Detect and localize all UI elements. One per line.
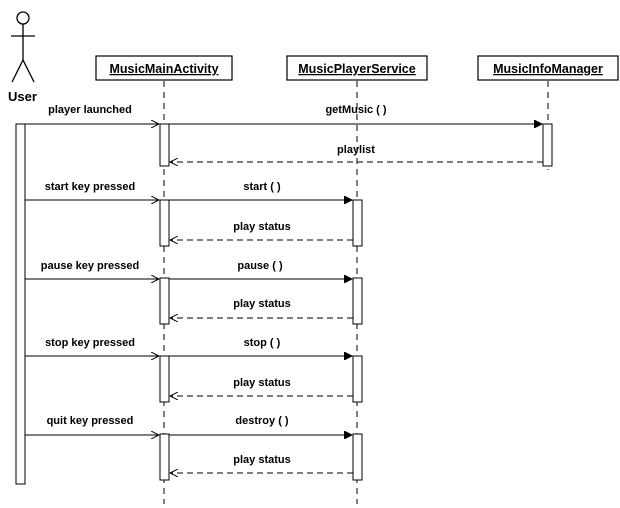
svg-text:pause ( ): pause ( ) (237, 260, 283, 272)
activation-bar-service-3 (352, 355, 363, 403)
activation-bar-main-4 (159, 355, 170, 403)
svg-text:player launched: player launched (48, 104, 132, 116)
message-play-status-1: play status (170, 221, 353, 240)
svg-text:quit key pressed: quit key pressed (47, 415, 134, 427)
message-start: start ( ) (169, 181, 352, 200)
message-stop: stop ( ) (169, 337, 352, 356)
lifeline-header-music-main-activity: MusicMainActivity (95, 55, 233, 81)
message-playlist: playlist (170, 144, 543, 162)
svg-text:play status: play status (233, 377, 290, 389)
message-stop-key-pressed: stop key pressed (25, 337, 159, 356)
lifeline-label-music-player-service: MusicPlayerService (298, 62, 415, 76)
message-pause: pause ( ) (169, 260, 352, 279)
activation-bar-info (542, 123, 553, 167)
activation-bar-main-5 (159, 433, 170, 481)
lifeline-header-music-info-manager: MusicInfoManager (477, 55, 619, 81)
message-play-status-2: play status (170, 298, 353, 318)
svg-text:play status: play status (233, 454, 290, 466)
activation-bar-main-1 (159, 123, 170, 167)
activation-bar-service-4 (352, 433, 363, 481)
svg-text:getMusic ( ): getMusic ( ) (325, 104, 386, 116)
user-actor-icon (11, 11, 35, 83)
svg-text:start ( ): start ( ) (243, 181, 281, 193)
message-quit-key-pressed: quit key pressed (25, 415, 159, 435)
message-play-status-3: play status (170, 377, 353, 396)
svg-text:destroy ( ): destroy ( ) (235, 415, 289, 427)
activation-bar-user (15, 123, 26, 485)
svg-text:stop key pressed: stop key pressed (45, 337, 135, 349)
svg-text:play status: play status (233, 221, 290, 233)
lifeline-label-music-main-activity: MusicMainActivity (109, 62, 218, 76)
activation-bar-service-2 (352, 277, 363, 325)
activation-bar-main-3 (159, 277, 170, 325)
message-player-launched: player launched (25, 104, 159, 124)
svg-text:start key pressed: start key pressed (45, 181, 136, 193)
message-destroy: destroy ( ) (169, 415, 352, 435)
activation-bar-service-1 (352, 199, 363, 247)
message-pause-key-pressed: pause key pressed (25, 260, 159, 279)
message-get-music: getMusic ( ) (169, 104, 542, 124)
user-actor-label: User (8, 89, 37, 104)
message-start-key-pressed: start key pressed (25, 181, 159, 200)
svg-text:stop ( ): stop ( ) (244, 337, 281, 349)
lifeline-header-music-player-service: MusicPlayerService (286, 55, 428, 81)
activation-bar-main-2 (159, 199, 170, 247)
message-play-status-4: play status (170, 454, 353, 473)
svg-text:pause key pressed: pause key pressed (41, 260, 139, 272)
svg-text:playlist: playlist (337, 144, 375, 156)
lifeline-label-music-info-manager: MusicInfoManager (493, 62, 603, 76)
svg-text:play status: play status (233, 298, 290, 310)
